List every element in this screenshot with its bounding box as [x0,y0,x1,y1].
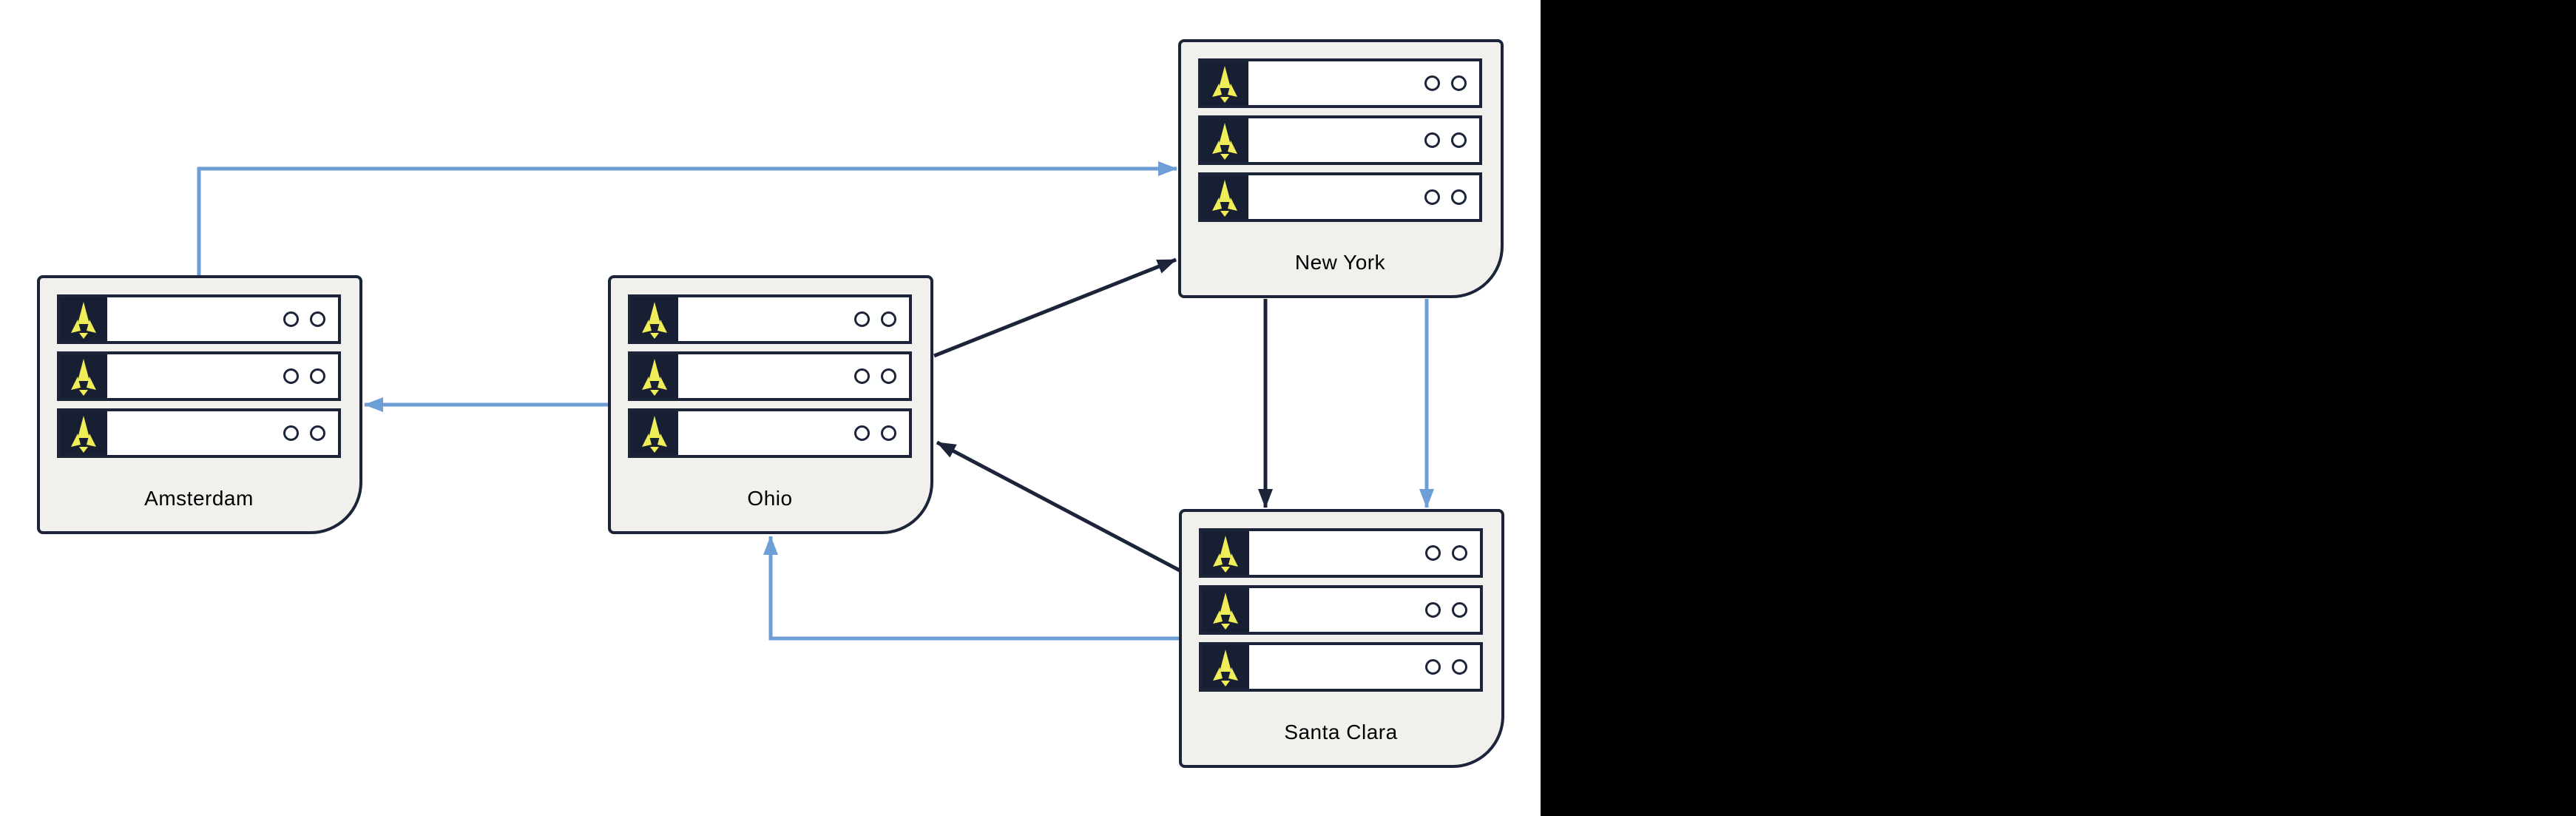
server-bay [1249,588,1480,632]
server-row [1199,642,1483,692]
edge-santa-clara-to-ohio-black [936,440,1181,573]
status-circle [1452,602,1467,618]
status-circle [310,425,325,441]
status-circle [1424,132,1440,148]
status-circle [1451,189,1467,205]
edge-santa-clara-to-ohio-blue [763,536,1180,641]
server-row [1198,115,1482,165]
status-circle [283,425,299,441]
rocket-icon [60,354,107,398]
status-circle [881,368,896,384]
server-bay [1248,118,1479,162]
status-circle [283,368,299,384]
server-bay [678,297,909,341]
server-row [57,294,341,344]
status-circle [310,368,325,384]
server-row [57,351,341,401]
status-circle [854,368,870,384]
server-bay [107,297,338,341]
server-row [1199,585,1483,635]
status-circle [1425,602,1441,618]
status-circle [1424,75,1440,91]
rocket-icon [1201,61,1248,105]
server-row [57,408,341,458]
node-label: Santa Clara [1284,720,1398,743]
node-label: New York [1294,250,1386,274]
rocket-icon [631,411,678,455]
status-circle [854,311,870,327]
rocket-icon [1202,588,1249,632]
server-bay [678,411,909,455]
node-santa-clara: Santa Clara [1179,509,1504,768]
rocket-icon [631,297,678,341]
node-label: Amsterdam [144,486,254,510]
server-row [628,351,912,401]
server-bay [1248,175,1479,219]
status-circle [1425,545,1441,561]
node-new-york: New York [1178,39,1504,298]
server-bay [1249,531,1480,575]
edge-amsterdam-to-new-york [197,161,1177,275]
node-label: Ohio [747,486,793,510]
status-circle [881,311,896,327]
server-row [1199,528,1483,578]
status-circle [310,311,325,327]
status-circle [881,425,896,441]
status-circle [1451,132,1467,148]
status-circle [1452,659,1467,675]
rocket-icon [1202,645,1249,689]
node-ohio: Ohio [608,275,933,534]
server-bay [107,411,338,455]
status-circle [283,311,299,327]
rocket-icon [1202,531,1249,575]
server-row [628,408,912,458]
status-circle [1425,659,1441,675]
status-circle [1451,75,1467,91]
edge-ohio-to-new-york [933,257,1177,358]
edges-layer [197,161,1434,641]
status-circle [1452,545,1467,561]
rocket-icon [60,411,107,455]
server-bay [1249,645,1480,689]
status-circle [854,425,870,441]
server-bay [107,354,338,398]
server-row [1198,58,1482,108]
server-row [1198,172,1482,222]
rocket-icon [631,354,678,398]
black-panel [1541,0,2576,816]
server-bay [678,354,909,398]
rocket-icon [1201,118,1248,162]
rocket-icon [60,297,107,341]
status-circle [1424,189,1440,205]
rocket-icon [1201,175,1248,219]
node-amsterdam: Amsterdam [37,275,362,534]
server-bay [1248,61,1479,105]
server-row [628,294,912,344]
